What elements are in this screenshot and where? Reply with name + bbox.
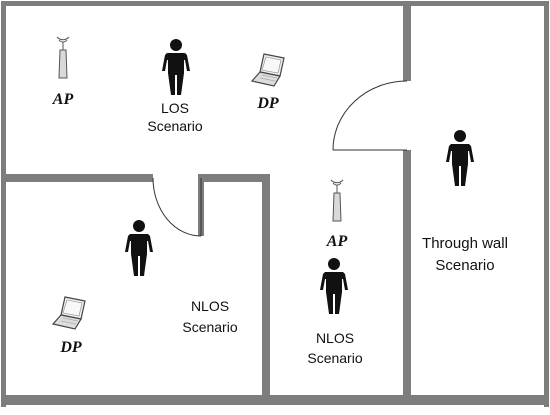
- wall-right: [544, 1, 549, 407]
- wall-partition-lower: [403, 150, 411, 400]
- door-left-swing: [152, 177, 202, 237]
- wall-inner-left: [1, 174, 153, 182]
- door-right-swing: [332, 80, 408, 151]
- doors: [152, 80, 408, 237]
- laptop-icon: [52, 296, 86, 330]
- label-nlos-left-line1: NLOS: [191, 298, 229, 314]
- person-icon: [162, 39, 190, 95]
- label-dp-bottom: DP: [59, 339, 82, 356]
- label-los-line1: LOS: [161, 100, 189, 116]
- label-nlos-left-line2: Scenario: [182, 319, 237, 335]
- wall-partition-upper: [403, 1, 411, 81]
- wall-top: [1, 1, 549, 6]
- wall-room-divider: [262, 174, 270, 400]
- person-icon: [446, 130, 474, 186]
- label-nlos-mid-line2: Scenario: [307, 350, 362, 366]
- label-dp-top: DP: [256, 95, 279, 112]
- person-icon: [320, 258, 348, 314]
- wall-inner-right: [203, 174, 270, 182]
- wall-left: [1, 1, 6, 407]
- label-through-line1: Through wall: [422, 235, 508, 252]
- label-nlos-mid-line1: NLOS: [316, 330, 354, 346]
- wall-bottom: [1, 395, 549, 405]
- label-los-line2: Scenario: [147, 118, 202, 134]
- walls: [1, 1, 549, 407]
- label-ap-top: AP: [52, 91, 74, 108]
- person-icon: [125, 220, 153, 276]
- laptop-icon: [251, 53, 285, 87]
- access-point-icon: [56, 36, 70, 79]
- access-point-icon: [330, 179, 344, 222]
- label-through-line2: Scenario: [435, 257, 494, 274]
- label-ap-mid: AP: [326, 233, 348, 250]
